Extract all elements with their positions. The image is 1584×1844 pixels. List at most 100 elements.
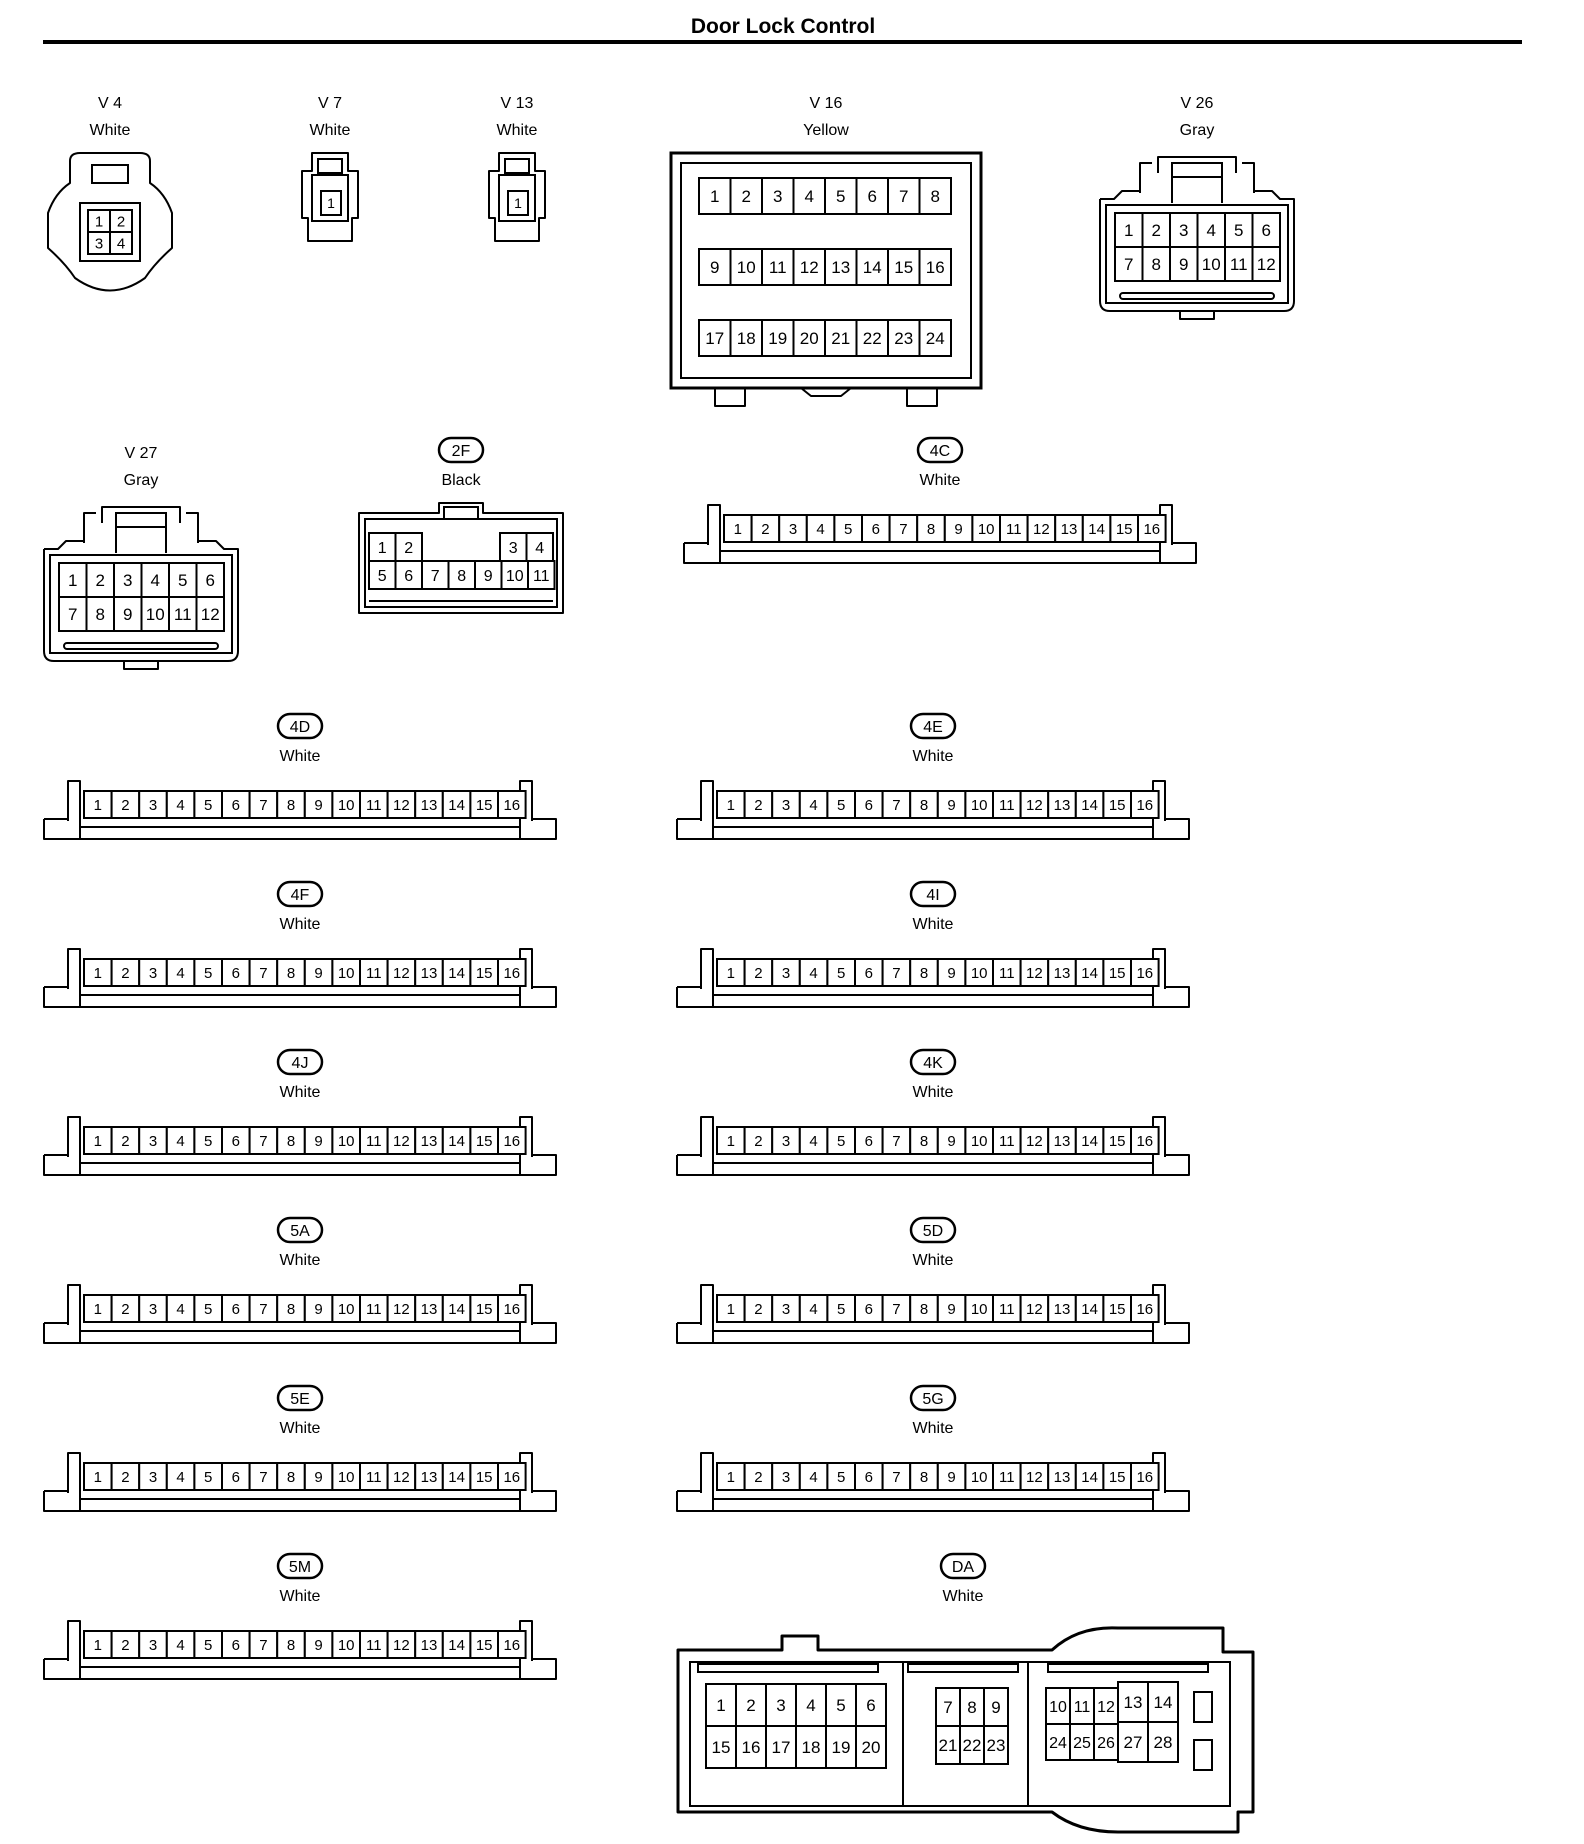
pin-number: 3 xyxy=(782,965,790,982)
pin-number: 5 xyxy=(204,1133,212,1150)
connector-outline xyxy=(707,504,721,563)
pin-number: 6 xyxy=(232,1301,240,1318)
pin-number: 3 xyxy=(95,235,103,252)
pin-number: 6 xyxy=(232,797,240,814)
connector-outline xyxy=(1171,177,1223,203)
pin-cell xyxy=(992,958,1022,987)
pin-number: 4 xyxy=(535,540,544,557)
pin-number: 11 xyxy=(366,965,382,982)
connector-outline xyxy=(800,387,852,397)
pin-number: 3 xyxy=(773,187,782,206)
pin-number: 1 xyxy=(727,965,735,982)
connector-code: V 7 xyxy=(318,95,342,112)
pin-number: 7 xyxy=(259,965,267,982)
pin-cell xyxy=(320,190,342,216)
pin-number: 14 xyxy=(448,1469,465,1486)
pin-number: 2 xyxy=(121,797,129,814)
pin-cell xyxy=(85,596,115,632)
pin-cell xyxy=(497,1126,527,1155)
pin-number: 9 xyxy=(314,797,322,814)
pin-cell xyxy=(507,190,529,216)
pin-number: 1 xyxy=(94,1133,102,1150)
pin-cell xyxy=(331,1126,361,1155)
pin-cell xyxy=(795,1725,827,1769)
pin-cell xyxy=(386,958,417,987)
pin-number: 1 xyxy=(1124,221,1133,240)
pin-number: 7 xyxy=(943,1698,952,1717)
pin-number: 24 xyxy=(926,329,945,348)
pin-number: 13 xyxy=(421,797,438,814)
pin-number: 11 xyxy=(999,797,1015,814)
pin-cell xyxy=(497,1462,527,1491)
pin-number: 10 xyxy=(338,1301,355,1318)
connector-code-badge xyxy=(909,1384,957,1412)
pin-number: 22 xyxy=(863,329,882,348)
connector-code-badge xyxy=(939,1552,987,1580)
pin-number: 6 xyxy=(206,571,215,590)
pin-number: 13 xyxy=(1054,797,1071,814)
pin-number: 2 xyxy=(121,965,129,982)
pin-number: 5 xyxy=(837,797,845,814)
pin-number: 7 xyxy=(892,797,900,814)
pin-cell xyxy=(916,514,946,543)
pin-number: 9 xyxy=(314,965,322,982)
pin-number: 7 xyxy=(892,1469,900,1486)
pin-number: 14 xyxy=(448,965,465,982)
pin-number: 14 xyxy=(1088,521,1105,538)
pin-number: 12 xyxy=(1026,1133,1043,1150)
pin-number: 12 xyxy=(1026,965,1043,982)
pin-number: 11 xyxy=(366,1301,382,1318)
connector-code-badge xyxy=(909,712,957,740)
pin-number: 15 xyxy=(894,258,913,277)
connector-code: V 26 xyxy=(1181,95,1214,112)
pin-cell xyxy=(1130,1294,1160,1323)
pin-number: 10 xyxy=(737,258,756,277)
connector-code-badge xyxy=(276,1384,324,1412)
pin-cell xyxy=(386,1462,417,1491)
pin-number: 11 xyxy=(533,568,550,585)
pin-number: 5 xyxy=(204,1469,212,1486)
pin-cell xyxy=(765,1725,797,1769)
pin-number: 15 xyxy=(476,1301,493,1318)
pin-number: 14 xyxy=(863,258,882,277)
pin-number: 4 xyxy=(816,521,824,538)
pin-number: 3 xyxy=(509,540,518,557)
pin-cell xyxy=(193,790,223,819)
connector-code: V 27 xyxy=(125,445,158,462)
pin-number: 8 xyxy=(931,187,940,206)
connector-outline xyxy=(676,1490,1190,1512)
pin-cell xyxy=(1169,246,1199,282)
connector-outline xyxy=(1139,162,1255,193)
pin-number: 11 xyxy=(999,1133,1015,1150)
pin-cell xyxy=(193,958,223,987)
pin-cell xyxy=(525,532,554,562)
pin-cell xyxy=(855,177,889,215)
connector-color: White xyxy=(913,748,954,765)
pin-number: 4 xyxy=(176,1637,184,1654)
pin-cell xyxy=(826,790,857,819)
pin-number: 21 xyxy=(939,1736,958,1755)
pin-number: 6 xyxy=(232,1133,240,1150)
pin-number: 5 xyxy=(837,1469,845,1486)
pin-cell xyxy=(887,248,921,286)
pin-cell xyxy=(1047,1294,1077,1323)
pin-number: 13 xyxy=(421,1301,438,1318)
pin-cell xyxy=(331,1462,361,1491)
connector-outline xyxy=(700,1116,714,1175)
connector-outline xyxy=(43,986,557,1008)
pin-cell xyxy=(276,958,306,987)
pin-number: 10 xyxy=(1049,1699,1067,1716)
pin-number: 16 xyxy=(503,1637,520,1654)
connector-outline xyxy=(1157,156,1237,173)
connector-outline xyxy=(1179,311,1215,320)
pin-number: 18 xyxy=(802,1738,821,1757)
pin-number: 10 xyxy=(971,965,988,982)
pin-number: 21 xyxy=(831,329,850,348)
pin-cell xyxy=(1019,790,1050,819)
pin-number: 10 xyxy=(506,568,524,585)
connector-code: 4K xyxy=(923,1055,943,1072)
connector-code: 4D xyxy=(290,719,310,736)
